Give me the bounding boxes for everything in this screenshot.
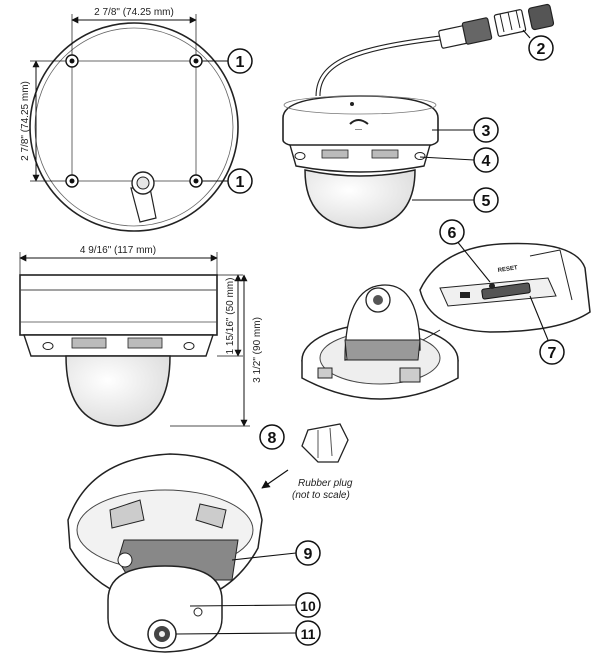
cable-entry-bracket [130, 171, 157, 223]
side-body-height-label: 1 15/16" (50 mm) [225, 278, 236, 355]
rubber-plug: Rubber plug (not to scale) [261, 423, 353, 501]
rubber-plug-note: (not to scale) [292, 490, 350, 501]
callout-badge: 11 [295, 620, 321, 646]
side-housing [19, 274, 218, 336]
top-height-dimension-label: 2 7/8" (74.25 mm) [20, 81, 31, 161]
callout-badge: 2 [528, 35, 554, 61]
svg-text:7: 7 [548, 345, 557, 362]
svg-text:1: 1 [236, 54, 245, 71]
top-width-dimension-label: 2 7/8" (74.25 mm) [94, 7, 174, 18]
side-total-height-label: 3 1/2" (90 mm) [252, 317, 263, 383]
svg-text:3: 3 [482, 123, 491, 140]
callout-badge: 8 [259, 424, 285, 450]
svg-text:6: 6 [448, 225, 457, 242]
rubber-plug-caption: Rubber plug [298, 478, 353, 489]
callout-badge: 7 [539, 339, 565, 365]
svg-text:10: 10 [300, 598, 316, 614]
ir-ring [289, 144, 431, 173]
side-dome-bubble [65, 355, 171, 427]
top-view-group: 2 7/8" (74.25 mm) 2 7/8" (74.25 mm) [20, 7, 239, 232]
svg-text:9: 9 [304, 546, 313, 563]
callout-badge: 3 [473, 117, 499, 143]
callout-badge: 1 [227, 168, 253, 194]
mounting-screw [189, 54, 203, 68]
mounting-screw [65, 174, 79, 188]
callout-badge: 6 [439, 219, 465, 245]
side-width-dimension-label: 4 9/16" (117 mm) [80, 245, 156, 256]
camera-module [107, 565, 223, 653]
dome-bubble [304, 169, 416, 229]
open-camera-view [301, 284, 459, 400]
svg-text:5: 5 [482, 193, 491, 210]
cable-connector [438, 3, 555, 49]
svg-text:11: 11 [301, 626, 316, 642]
callout-badge: 1 [227, 48, 253, 74]
callout-leaders [175, 29, 549, 635]
svg-text:8: 8 [268, 430, 277, 447]
mounting-screw [65, 54, 79, 68]
svg-text:4: 4 [482, 153, 491, 170]
callout-badge: 5 [473, 187, 499, 213]
sd-card-detail: RESET [419, 242, 591, 333]
dome-camera-view: — [282, 3, 555, 229]
network-cable [315, 35, 441, 97]
sd-card-slot [481, 282, 531, 300]
dome-housing [282, 95, 439, 151]
side-view-group: 4 9/16" (117 mm) 1 15/16" (50 mm) 3 1/2"… [19, 245, 263, 427]
reset-label: RESET [497, 265, 518, 274]
callout-badge: 4 [473, 147, 499, 173]
reset-button-icon [489, 283, 495, 289]
bottom-camera-view [67, 453, 263, 653]
callout-badge: 9 [295, 540, 321, 566]
callout-badge: 10 [295, 592, 321, 618]
svg-text:1: 1 [236, 174, 245, 191]
svg-text:—: — [355, 126, 362, 133]
svg-text:2: 2 [537, 41, 546, 58]
side-ir-ring [23, 334, 214, 357]
mounting-screw [189, 174, 203, 188]
